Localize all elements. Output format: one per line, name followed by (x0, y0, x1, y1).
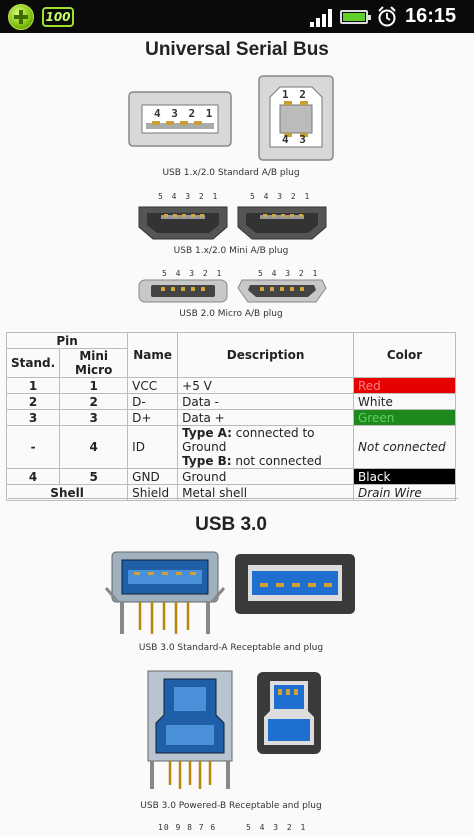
cell-name: D- (127, 393, 179, 410)
cell-color: Not connected (353, 425, 456, 469)
section-divider (8, 498, 458, 499)
std-b-bottom-pin-numbers: 4 3 (282, 133, 308, 146)
type-b-text: not connected (231, 454, 322, 468)
usb3-bottom-pin-numbers-right: 5 4 3 2 1 (246, 823, 308, 832)
header-mini-micro: Mini Micro (59, 348, 129, 378)
cell-color: Black (353, 468, 456, 485)
app-notification-icon[interactable] (8, 4, 34, 30)
battery-icon (340, 10, 371, 24)
status-bar: 100 16:15 (0, 0, 474, 33)
usb-standard-b-plug-icon (258, 75, 334, 161)
cell-description: Metal shell (177, 484, 354, 501)
cell-stand: 2 (5, 393, 61, 410)
usb3-standard-a-receptacle-icon (104, 551, 226, 634)
cell-name: Shield (127, 484, 179, 501)
cell-description: Data - (177, 393, 354, 410)
page-content[interactable]: Universal Serial Bus 4 3 2 1 1 2 4 3 USB… (0, 33, 474, 836)
std-a-pin-numbers: 4 3 2 1 (154, 107, 215, 120)
micro-plug-caption: USB 2.0 Micro A/B plug (179, 309, 283, 319)
table-row: 3 3 D+ Data + Green (5, 409, 456, 426)
cell-mini: 4 (59, 425, 129, 469)
page-title: Universal Serial Bus (145, 39, 329, 60)
cell-stand: - (5, 425, 61, 469)
table-row: 2 2 D- Data - White (5, 393, 456, 410)
usb-micro-a-plug-icon (138, 279, 228, 303)
header-color: Color (353, 332, 456, 378)
type-b-label: Type B: (182, 454, 232, 468)
cell-name: GND (127, 468, 179, 485)
table-row: 4 5 GND Ground Black (5, 468, 456, 485)
cell-color: Green (353, 409, 456, 426)
usb3-title: USB 3.0 (195, 514, 267, 535)
usb-micro-b-plug-icon (237, 279, 327, 303)
cell-description: +5 V (177, 377, 354, 394)
cell-stand-mini: Shell (5, 484, 129, 501)
cell-mini: 1 (59, 377, 129, 394)
cell-stand: 4 (5, 468, 61, 485)
usb3-powered-b-receptacle-icon (147, 670, 233, 789)
header-stand: Stand. (5, 348, 61, 378)
cell-name: VCC (127, 377, 179, 394)
table-row: 1 1 VCC +5 V Red (5, 377, 456, 394)
micro-a-pin-numbers: 5 4 3 2 1 (162, 269, 224, 278)
cell-name: ID (127, 425, 179, 469)
cell-mini: 5 (59, 468, 129, 485)
cell-color: White (353, 393, 456, 410)
battery-percent-badge: 100 (42, 7, 74, 27)
usb-pinout-table: Pin Name Description Color Stand. Mini M… (5, 332, 456, 501)
mini-b-pin-numbers: 5 4 3 2 1 (250, 192, 312, 201)
table-row: Shell Shield Metal shell Drain Wire (5, 484, 456, 501)
header-pin: Pin (5, 332, 129, 349)
cell-stand: 3 (5, 409, 61, 426)
cell-description: Type A: connected to Ground Type B: not … (177, 425, 354, 469)
signal-icon (310, 9, 332, 27)
mini-plug-caption: USB 1.x/2.0 Mini A/B plug (173, 246, 289, 256)
usb3-powered-b-plug-icon (257, 672, 321, 754)
cell-color: Drain Wire (353, 484, 456, 501)
table-subheader-row: Stand. Mini Micro (5, 348, 456, 378)
usb-mini-a-plug-icon (138, 206, 228, 240)
usb3-bottom-pin-numbers-left: 10 9 8 7 6 (158, 823, 217, 832)
std-plug-caption: USB 1.x/2.0 Standard A/B plug (162, 168, 300, 178)
std-b-top-pin-numbers: 1 2 (282, 88, 308, 101)
usb3-powered-caption: USB 3.0 Powered-B Receptable and plug (140, 801, 322, 811)
usb3-standard-caption: USB 3.0 Standard-A Receptable and plug (138, 643, 324, 653)
header-name: Name (127, 332, 179, 378)
cell-color: Red (353, 377, 456, 394)
clock-time: 16:15 (405, 5, 457, 27)
cell-mini: 3 (59, 409, 129, 426)
cell-name: D+ (127, 409, 179, 426)
type-a-label: Type A: (182, 426, 232, 440)
table-header-row: Pin Name Description Color (5, 332, 456, 378)
usb3-standard-a-plug-icon (235, 554, 355, 614)
cell-description: Data + (177, 409, 354, 426)
mini-a-pin-numbers: 5 4 3 2 1 (158, 192, 220, 201)
cell-stand: 1 (5, 377, 61, 394)
usb-standard-a-plug-icon (128, 91, 232, 147)
header-description: Description (177, 332, 354, 378)
usb-mini-b-plug-icon (237, 206, 327, 240)
cell-description: Ground (177, 468, 354, 485)
micro-b-pin-numbers: 5 4 3 2 1 (258, 269, 320, 278)
type-a-text: connected to Ground (182, 426, 315, 454)
alarm-clock-icon (378, 6, 396, 27)
table-row: - 4 ID Type A: connected to Ground Type … (5, 425, 456, 469)
cell-mini: 2 (59, 393, 129, 410)
